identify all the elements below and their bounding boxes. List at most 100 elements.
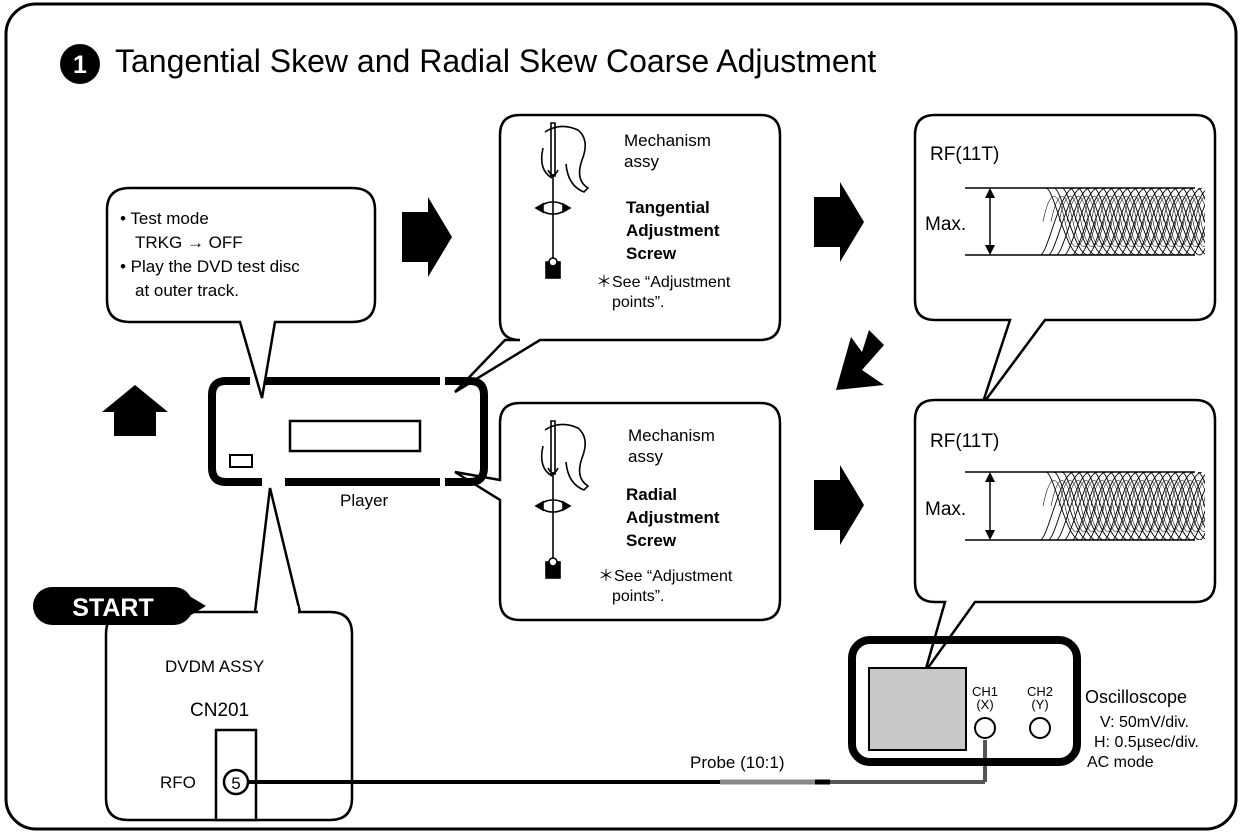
eye-trace	[1133, 188, 1169, 256]
eye-trace	[1055, 472, 1091, 540]
eye-trace	[1066, 196, 1113, 247]
radial-bubble	[454, 401, 782, 622]
player-power-button	[229, 454, 253, 468]
eye-trace	[1186, 196, 1205, 222]
eye-trace	[1111, 188, 1147, 256]
screw-label-line-1: Radial	[626, 485, 677, 504]
arrow-right-icon	[402, 197, 452, 277]
waveform-label: RF(11T)	[930, 431, 999, 452]
mechanism-label-line-2: assy	[628, 447, 663, 466]
screwdriver-icon	[534, 122, 590, 279]
eye-trace	[1197, 188, 1205, 201]
eye-trace	[1149, 472, 1185, 540]
eye-trace	[1138, 196, 1185, 247]
waveform-label: RF(11T)	[930, 144, 999, 165]
oscilloscope-label: Oscilloscope	[1085, 687, 1187, 707]
eye-trace	[1063, 188, 1099, 256]
pin-number: 5	[231, 774, 240, 793]
eye-trace	[1151, 472, 1187, 540]
eye-trace	[1146, 480, 1193, 532]
eye-pattern-top	[1040, 188, 1205, 256]
eye-trace	[1154, 196, 1201, 247]
eye-trace	[1055, 188, 1091, 256]
eye-trace	[1042, 196, 1089, 247]
eye-trace	[1165, 188, 1201, 256]
eye-trace	[1141, 188, 1177, 256]
probe-label: Probe (10:1)	[690, 753, 785, 772]
eye-trace	[1189, 188, 1205, 224]
eye-trace	[1165, 472, 1201, 540]
eye-trace	[1143, 472, 1179, 540]
eye-trace	[1079, 188, 1115, 256]
eye-trace	[1173, 188, 1205, 255]
eye-trace	[1191, 225, 1205, 256]
eye-trace	[1111, 472, 1147, 540]
eye-trace	[1045, 188, 1081, 256]
eye-trace	[1138, 480, 1185, 532]
eye-trace	[1125, 472, 1161, 540]
instruction-bubble	[105, 186, 377, 399]
eye-trace	[1175, 474, 1205, 540]
ch2-label-line-2: (Y)	[1031, 697, 1048, 712]
start-badge	[33, 587, 193, 625]
instruction-line-3: • Play the DVD test disc	[120, 257, 300, 276]
eye-trace	[1063, 472, 1099, 540]
eye-trace	[1066, 480, 1113, 532]
eye-trace	[1058, 480, 1105, 532]
eye-trace	[1095, 472, 1131, 540]
eye-trace	[1127, 188, 1163, 256]
ch2-jack	[1029, 717, 1051, 739]
eye-trace	[1191, 509, 1205, 540]
eye-trace	[1077, 472, 1113, 540]
step-number-circle	[60, 44, 100, 84]
eye-trace	[1167, 188, 1203, 256]
eye-trace	[1181, 188, 1205, 244]
eye-trace	[1154, 480, 1201, 532]
eye-trace	[1093, 188, 1129, 256]
screw-label-line-2: Adjustment	[626, 221, 720, 240]
note-line-2: points”.	[612, 588, 664, 605]
eye-trace	[1117, 472, 1153, 540]
connector-label: CN201	[190, 700, 249, 721]
eye-trace	[1173, 472, 1205, 540]
eye-trace	[1087, 472, 1123, 540]
eye-trace	[1199, 247, 1205, 256]
start-label: START	[72, 594, 153, 622]
eye-trace	[1151, 188, 1187, 256]
eye-trace	[1074, 196, 1121, 247]
eye-trace	[1122, 196, 1169, 247]
eye-trace	[1098, 196, 1145, 247]
ch1-label-line-1: CH1	[972, 684, 998, 699]
eye-trace	[1095, 188, 1131, 256]
player-device: Player	[208, 377, 488, 510]
tangential-adjustment-panel: Mechanism assy Tangential Adjustment Scr…	[454, 113, 782, 394]
eye-trace	[1101, 188, 1137, 256]
oscilloscope-setting-v: V: 50mV/div.	[1100, 714, 1189, 731]
eye-trace	[1167, 472, 1203, 540]
eye-trace	[1194, 480, 1205, 507]
eye-trace	[1170, 196, 1205, 247]
eye-trace	[1101, 472, 1137, 540]
eye-trace	[1087, 188, 1123, 256]
eye-trace	[1149, 188, 1185, 256]
eye-trace	[1125, 188, 1161, 256]
eye-trace	[1079, 472, 1115, 540]
eye-trace	[1157, 188, 1193, 256]
mechanism-label-line-2: assy	[624, 152, 659, 171]
screw-label-line-3: Screw	[626, 244, 677, 263]
eye-trace	[1130, 196, 1177, 247]
eye-trace	[1170, 480, 1205, 532]
eye-pattern-bottom	[1040, 472, 1205, 540]
eye-trace	[1042, 480, 1089, 532]
player-label: Player	[340, 491, 389, 510]
eye-trace	[1178, 196, 1205, 238]
eye-trace	[1117, 188, 1153, 256]
tangential-bubble	[454, 113, 782, 394]
ch1-label-line-2: (X)	[976, 697, 993, 712]
eye-trace	[1186, 480, 1205, 507]
screw-label-line-1: Tangential	[626, 198, 710, 217]
eye-trace	[1103, 188, 1139, 256]
eye-trace	[1114, 480, 1161, 532]
arrow-right-icon	[814, 465, 864, 545]
